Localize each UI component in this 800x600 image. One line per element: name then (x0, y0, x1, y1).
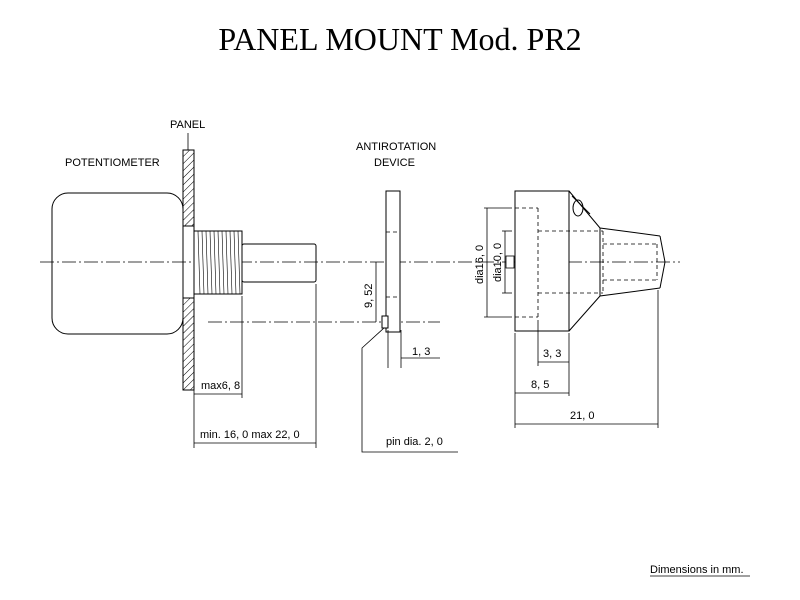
max-thickness-value: max6, 8 (201, 380, 240, 392)
pin-thickness-value: 1, 3 (412, 346, 430, 358)
thread-line (209, 230, 213, 295)
potentiometer-shaft (241, 243, 317, 283)
thread-line (217, 230, 221, 295)
threaded-bushing (193, 230, 243, 295)
dimension-dia-inner (502, 230, 512, 294)
shaft-length-value: min. 16, 0 max 22, 0 (200, 429, 300, 441)
thread-line (201, 230, 205, 295)
thread-line (229, 230, 233, 295)
dimension-len-21-0 (515, 290, 659, 428)
antirotation-label-line2: DEVICE (374, 157, 415, 169)
dimension-max-thickness (193, 296, 243, 448)
thread-line (205, 230, 209, 295)
knob-side-view (505, 190, 666, 332)
thread-line (237, 230, 241, 295)
dimension-len-3-3 (537, 320, 570, 366)
pin-diameter-value: pin dia. 2, 0 (386, 436, 443, 448)
antirotation-label-line1: ANTIROTATION (356, 141, 436, 153)
thread-line (225, 230, 229, 295)
drawing-title: PANEL MOUNT Mod. PR2 (218, 21, 581, 57)
dia-outer-value: dia16, 0 (474, 245, 486, 284)
dimension-pin-thickness (387, 330, 440, 368)
thread-line (221, 230, 225, 295)
pin-diameter-leader (361, 327, 458, 453)
potentiometer-label: POTENTIOMETER (65, 157, 160, 169)
antirotation-device (381, 190, 401, 333)
thread-line (213, 230, 217, 295)
thread-line (197, 230, 201, 295)
panel-label: PANEL (170, 119, 205, 131)
len-8-5-value: 8, 5 (531, 379, 549, 391)
dimension-dia-outer (484, 207, 512, 318)
len-21-0-value: 21, 0 (570, 410, 594, 422)
dimension-len-8-5 (514, 333, 570, 428)
dia-inner-value: dia10, 0 (492, 243, 504, 282)
potentiometer-body (51, 192, 184, 335)
units-note: Dimensions in mm. (650, 564, 744, 576)
panel-section (182, 149, 195, 391)
len-3-3-value: 3, 3 (543, 348, 561, 360)
offset-value: 9, 52 (363, 284, 375, 308)
dimension-shaft-length (194, 284, 317, 448)
thread-line (233, 230, 237, 295)
